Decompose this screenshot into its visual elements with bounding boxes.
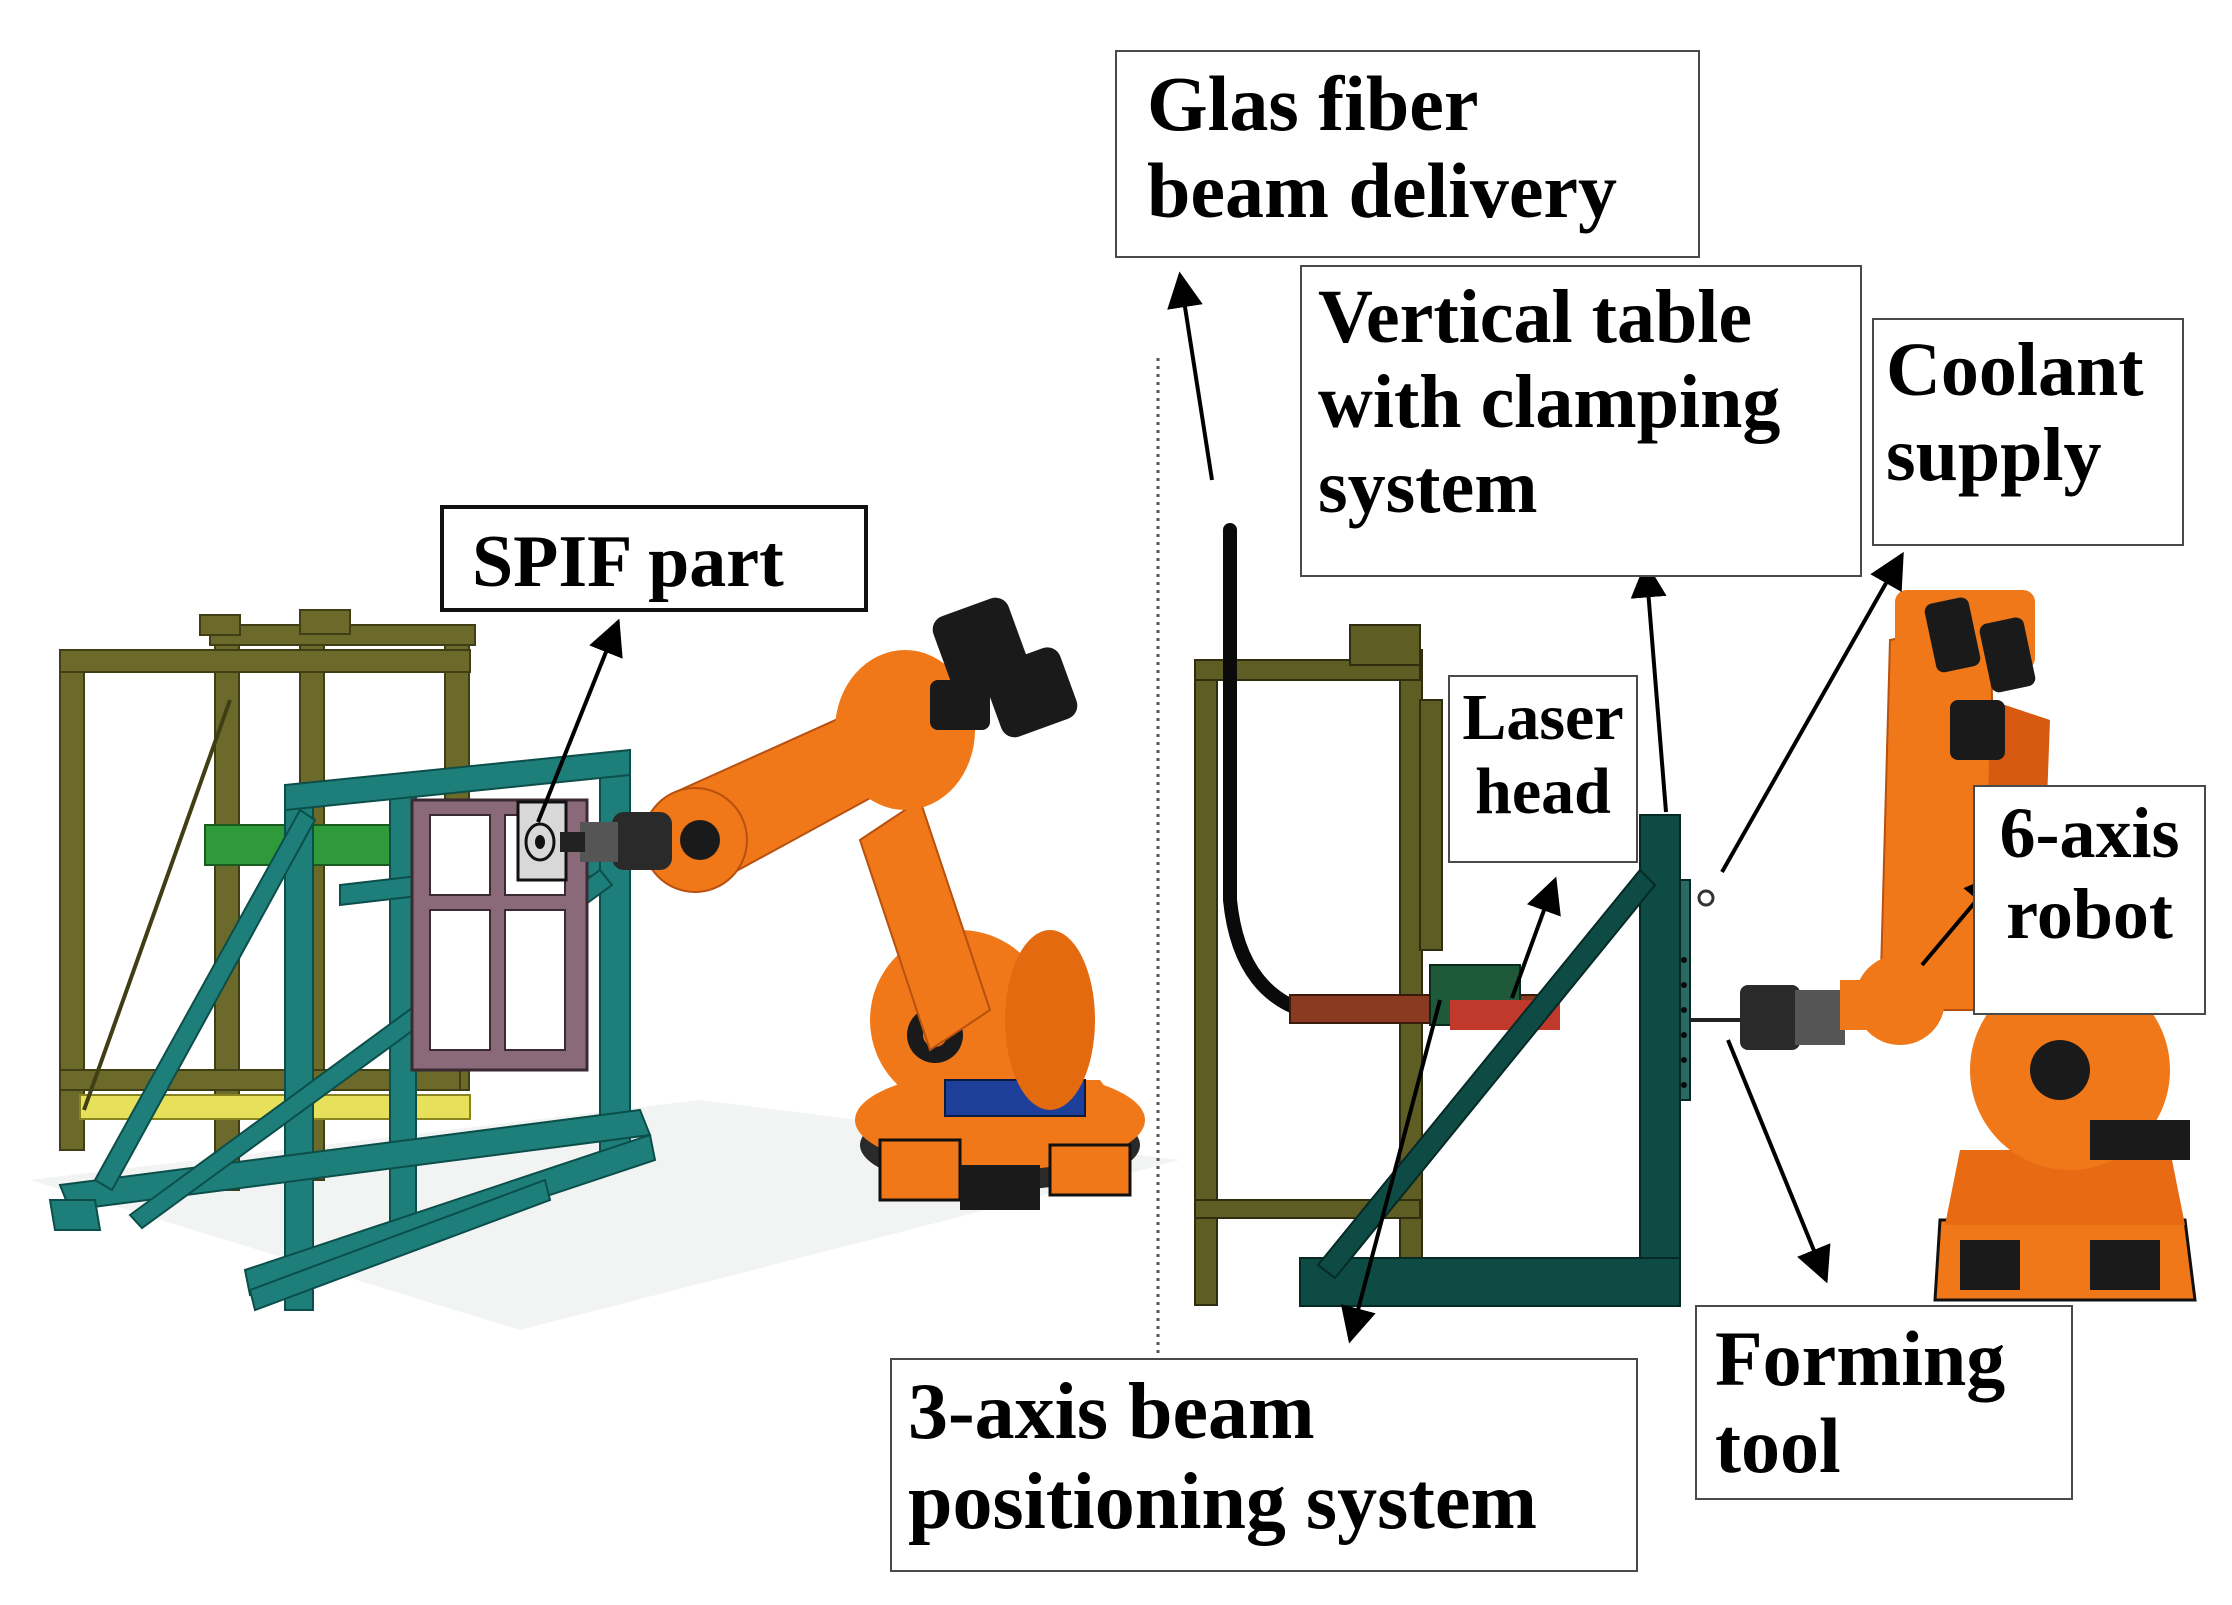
forming-tool: [1690, 985, 1845, 1050]
coolant-nozzle: [1697, 889, 1715, 907]
arrow-coolant: [1720, 551, 1904, 873]
arrow-spif-part: [536, 618, 623, 823]
arrow-glas-fiber: [1167, 271, 1214, 481]
label-laser-head: Laser head: [1448, 675, 1638, 863]
clamp-dots: [1681, 957, 1687, 1088]
arrow-vertical-table: [1630, 561, 1668, 813]
arrow-beam-positioning: [1340, 999, 1442, 1344]
label-beam-positioning: 3-axis beam positioning system: [890, 1358, 1638, 1572]
label-spif-part: SPIF part: [440, 505, 868, 612]
label-vertical-table: Vertical table with clamping system: [1300, 265, 1862, 577]
arrow-laser-head: [1510, 876, 1561, 999]
left-robot: [560, 597, 1145, 1210]
annotation-arrows: [536, 271, 2001, 1344]
label-glas-fiber: Glas fiber beam delivery: [1115, 50, 1700, 258]
label-forming-tool: Forming tool: [1695, 1305, 2073, 1500]
spif-part-plate: [516, 800, 568, 882]
arrow-forming-tool: [1726, 1039, 1831, 1284]
label-coolant: Coolant supply: [1872, 318, 2184, 546]
vertical-table: [1299, 814, 1691, 1307]
right-robot: [1840, 590, 2197, 1302]
glass-fiber-cable: [1223, 523, 1397, 1022]
label-six-axis-robot: 6-axis robot: [1973, 785, 2206, 1015]
